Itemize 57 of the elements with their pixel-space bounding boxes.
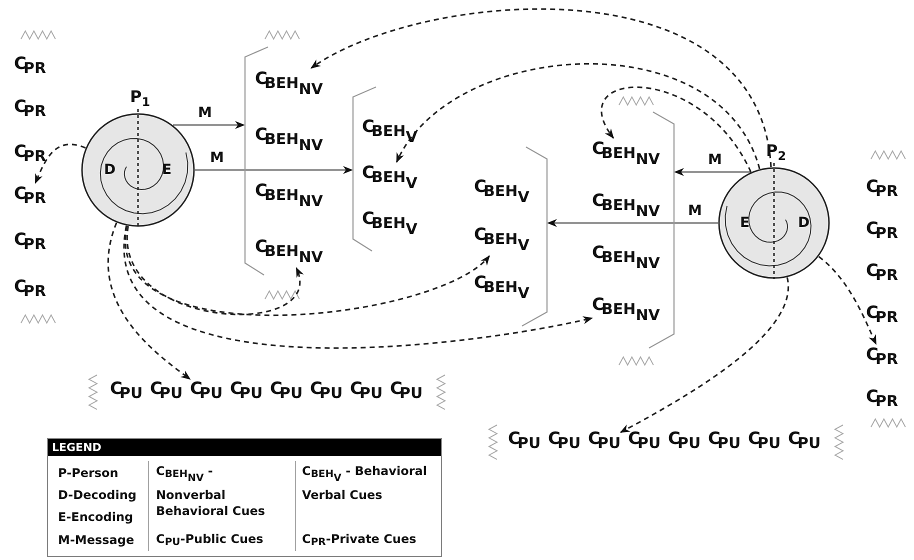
cue-symbol: C$_{PU}$ <box>270 378 303 404</box>
cue-symbol: C$_{PU}$ <box>310 378 343 404</box>
dashed-arrow <box>126 226 490 316</box>
cue-symbol: C$_{PU}$ <box>628 428 661 454</box>
cue-symbol: C$_{PU}$ <box>350 378 383 404</box>
dashed-arrow <box>127 226 302 316</box>
cue-symbol: C$_{PU}$ <box>230 378 263 404</box>
legend-entry: C$_{BEH}$$_{NV}$ - Nonverbal Behavioral Cues <box>156 463 266 519</box>
cue-symbol: C$_{PR}$ <box>866 344 898 370</box>
cue-symbol: C$_{PR}$ <box>14 53 46 79</box>
cue-symbol: C$_{PR}$ <box>14 96 46 122</box>
person-label: P$_{1}$ <box>130 87 150 112</box>
circle-letter: E <box>740 215 750 231</box>
dashed-arrow <box>34 144 86 184</box>
cue-symbol: C$_{PR}$ <box>866 176 898 202</box>
dashed-arrow <box>125 226 593 349</box>
circle-letter: E <box>162 162 172 178</box>
circle-letter: D <box>798 215 810 231</box>
cue-symbol: C$_{PR}$ <box>866 386 898 412</box>
cue-symbol: C$_{PU}$ <box>390 378 423 404</box>
legend-entry: E-Encoding <box>58 509 134 525</box>
dashed-arrow <box>396 63 760 170</box>
legend-entry: D-Decoding <box>58 487 138 503</box>
arrow <box>674 168 752 176</box>
cue-symbol: C$_{PU}$ <box>190 378 223 404</box>
cue-symbol: C$_{PU}$ <box>508 428 541 454</box>
cue-symbol: C$_{PU}$ <box>150 378 183 404</box>
cue-symbol: C$_{PU}$ <box>668 428 701 454</box>
legend-title: LEGEND <box>52 440 102 455</box>
legend-entry: C$_{PU}$-Public Cues <box>156 531 264 550</box>
cue-symbol: C$_{PR}$ <box>14 229 46 255</box>
cue-symbol: C$_{PR}$ <box>14 276 46 302</box>
dashed-arrow <box>620 277 789 433</box>
arrow <box>194 166 353 174</box>
legend-entry: C$_{PR}$-Private Cues <box>302 531 418 550</box>
dashed-arrow <box>818 256 877 345</box>
arrow <box>172 121 245 129</box>
dashed-arrow <box>107 222 191 380</box>
cue-symbol: C$_{PU}$ <box>110 378 143 404</box>
arrow <box>547 219 718 227</box>
legend-entry: P-Person <box>58 465 120 481</box>
cue-symbol: C$_{PU}$ <box>588 428 621 454</box>
cue-symbol: C$_{PR}$ <box>14 183 46 209</box>
cue-symbol: C$_{PU}$ <box>788 428 821 454</box>
legend-entry: C$_{BEH}$$_{V}$ - Behavioral Verbal Cues <box>302 463 428 503</box>
person-label: P$_{2}$ <box>766 141 786 166</box>
cue-symbol: C$_{PU}$ <box>548 428 581 454</box>
legend-entry: M-Message <box>58 532 136 548</box>
dashed-arrow <box>310 8 772 168</box>
cue-symbol: C$_{PR}$ <box>866 260 898 286</box>
cue-symbol: C$_{PU}$ <box>748 428 781 454</box>
cue-symbol: C$_{PR}$ <box>14 141 46 167</box>
dashed-arrow <box>600 86 752 172</box>
cue-symbol: C$_{PR}$ <box>866 302 898 328</box>
cue-symbol: C$_{PU}$ <box>708 428 741 454</box>
circle-letter: D <box>104 162 116 178</box>
cue-symbol: C$_{PR}$ <box>866 218 898 244</box>
